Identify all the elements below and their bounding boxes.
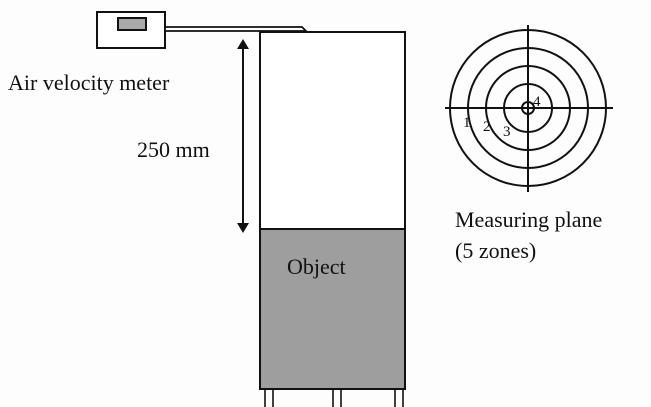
zone-label-1: 1 (463, 115, 471, 131)
measuring-plane-label: Measuring plane (455, 207, 602, 232)
meter-label: Air velocity meter (8, 70, 170, 95)
zone-label-4: 4 (533, 94, 541, 110)
duct-section (259, 31, 406, 230)
meter-display (117, 17, 147, 31)
meter-probe (164, 26, 309, 32)
measuring-plane (445, 25, 613, 192)
object-label: Object (287, 254, 346, 279)
support-legs (264, 389, 404, 407)
distance-label: 250 mm (137, 137, 210, 162)
measuring-plane-zones-label: (5 zones) (455, 238, 536, 263)
air-velocity-meter (96, 11, 309, 49)
zone-label-3: 3 (503, 124, 511, 140)
object-block (259, 228, 406, 390)
zone-label-2: 2 (483, 119, 491, 135)
